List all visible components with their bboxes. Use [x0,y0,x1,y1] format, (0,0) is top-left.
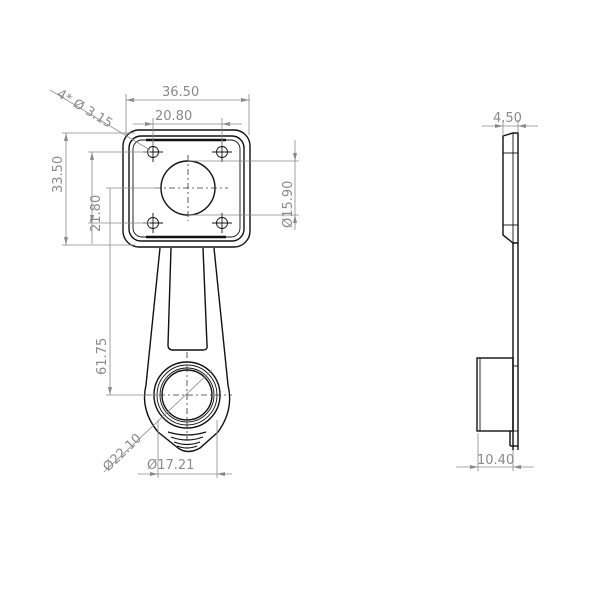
side-dimensions: 4.50 10.40 [456,111,538,471]
dim-plate-thickness: 4.50 [493,111,522,126]
dim-boss-outer: Ø22.10 [100,431,145,475]
dim-boss-inner: Ø17.21 [147,458,194,473]
arm-slot [167,247,208,351]
side-view [476,132,519,450]
ribs [167,431,207,449]
dim-plate-height: 33.50 [51,156,66,193]
side-plate [502,132,519,244]
dim-overall-width: 36.50 [162,85,199,100]
plate-outer [122,129,251,248]
plate-inner [128,135,245,242]
side-boss [476,357,514,432]
arm-outline [143,247,231,453]
dim-hole-spacing-y: 21.80 [89,195,104,232]
front-view [122,129,251,453]
dim-hole-callout: 4* Ø 3.15 [54,87,115,132]
mounting-holes [143,142,232,233]
dim-boss-depth: 10.40 [477,453,514,468]
dim-arm-length: 61.75 [95,338,110,375]
plate-inner2 [132,139,241,238]
dim-hole-spacing-x: 20.80 [155,109,192,124]
dim-center-bore: Ø15.90 [281,181,296,228]
